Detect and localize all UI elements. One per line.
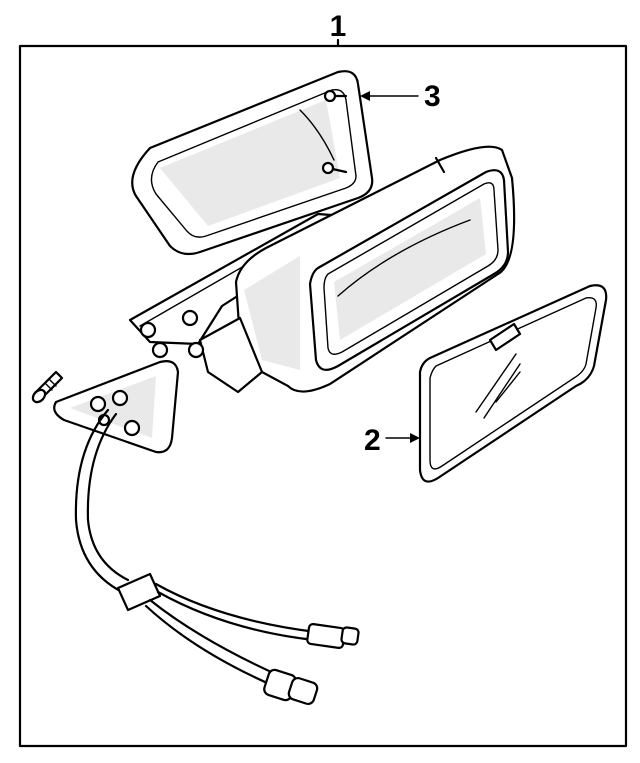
callout-2-arrow	[410, 433, 420, 443]
mounting-screw	[31, 370, 64, 404]
mounting-plate	[53, 360, 180, 454]
mirror-housing	[128, 145, 516, 394]
callout-1-label: 1	[330, 10, 347, 43]
diagram-frame	[18, 44, 628, 748]
callout-2-label: 2	[364, 424, 381, 457]
wire-harness	[74, 408, 360, 706]
callout-3-arrow	[360, 91, 370, 101]
callout-3-label: 3	[424, 80, 441, 113]
bezel-part	[131, 70, 374, 256]
mirror-glass-part	[418, 284, 608, 483]
